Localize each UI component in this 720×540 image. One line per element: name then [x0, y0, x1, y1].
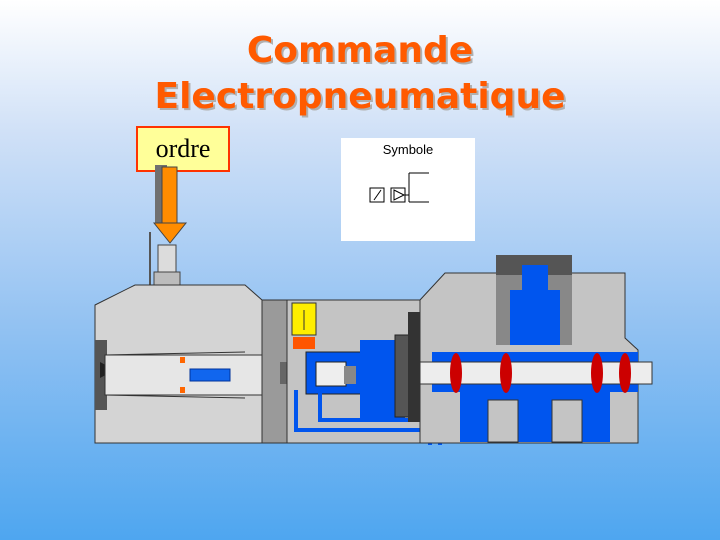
title-line-1: Commande: [246, 30, 474, 71]
valve-symbol-icon: [369, 172, 429, 203]
connector-base: [153, 271, 181, 287]
page-title: Commande Electropneumatique: [0, 28, 720, 120]
symbol-label: Symbole: [382, 142, 434, 157]
title-line-2: Electropneumatique: [154, 76, 566, 117]
order-label-box: ordre: [136, 126, 230, 172]
pilot-block: [286, 299, 445, 445]
solenoid-body: [94, 284, 296, 444]
order-arrow: [152, 165, 188, 244]
connector-pin: [157, 244, 177, 276]
order-label: ordre: [155, 134, 211, 163]
spring-icon: [189, 368, 231, 382]
symbol-box: Symbole: [341, 138, 475, 241]
valve-body: [419, 255, 653, 444]
